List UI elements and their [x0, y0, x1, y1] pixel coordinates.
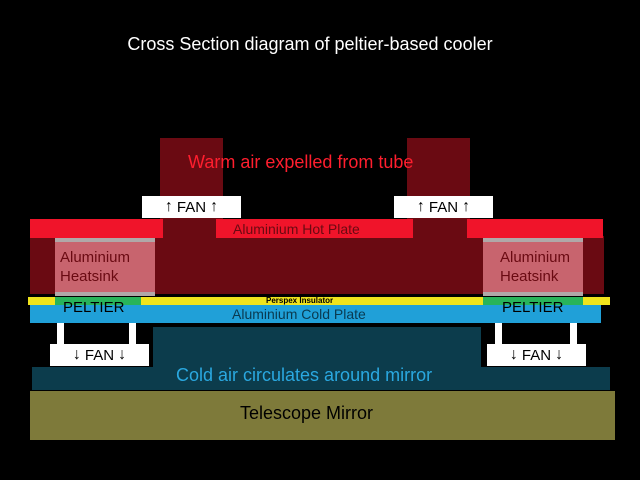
- fan-label: FAN: [84, 346, 115, 364]
- peltier-left: [55, 297, 141, 307]
- telescope-mirror: [30, 391, 615, 440]
- fan-label: FAN: [176, 198, 207, 216]
- fan-bottom-left: ↓ FAN ↓: [50, 344, 149, 366]
- arrow-down-icon: ↓: [72, 346, 81, 363]
- heatsink-right-line2: Heatsink: [500, 268, 559, 285]
- fan-support: [570, 323, 577, 345]
- cold-air-label: Cold air circulates around mirror: [176, 365, 433, 385]
- fan-top-right: ↑ FAN ↑: [394, 196, 493, 218]
- diagram-title: Cross Section diagram of peltier-based c…: [127, 34, 493, 54]
- heatsink-left: [55, 238, 155, 296]
- arrow-up-icon: ↑: [462, 198, 471, 215]
- cold-air-chamber: [153, 327, 481, 369]
- heatsink-right: [483, 238, 583, 296]
- heatsink-left-line1: Aluminium: [60, 249, 131, 266]
- heatsink-right-line1: Aluminium: [500, 249, 571, 266]
- arrow-up-icon: ↑: [164, 198, 173, 215]
- hot-plate-label: Aluminium Hot Plate: [233, 221, 360, 237]
- peltier-right: [483, 297, 583, 307]
- arrow-down-icon: ↓: [555, 346, 564, 363]
- heatsink-left-line2: Heatsink: [60, 268, 119, 285]
- fan-support: [57, 323, 64, 345]
- warm-air-tube-right: [407, 138, 470, 238]
- fan-bottom-right: ↓ FAN ↓: [487, 344, 586, 366]
- fan-top-left: ↑ FAN ↑: [142, 196, 241, 218]
- arrow-down-icon: ↓: [509, 346, 518, 363]
- peltier-right-label: PELTIER: [502, 299, 564, 316]
- arrow-down-icon: ↓: [118, 346, 127, 363]
- fan-label: FAN: [428, 198, 459, 216]
- warm-air-label: Warm air expelled from tube: [188, 152, 414, 172]
- arrow-up-icon: ↑: [416, 198, 425, 215]
- fan-label: FAN: [521, 346, 552, 364]
- perspex-label: Perspex Insulator: [266, 296, 334, 305]
- fan-support: [495, 323, 502, 345]
- cold-air-band: [32, 367, 610, 390]
- hot-plate-left: [30, 219, 163, 238]
- fan-support: [129, 323, 136, 345]
- arrow-up-icon: ↑: [210, 198, 219, 215]
- warm-air-tube-left: [160, 138, 223, 238]
- peltier-left-label: PELTIER: [63, 299, 125, 316]
- hot-plate-center: [216, 219, 413, 238]
- hot-plate-right: [467, 219, 603, 238]
- cold-plate-label: Aluminium Cold Plate: [232, 306, 366, 322]
- cold-plate: [30, 305, 601, 323]
- mirror-label: Telescope Mirror: [240, 403, 374, 423]
- perspex-insulator: [28, 297, 610, 305]
